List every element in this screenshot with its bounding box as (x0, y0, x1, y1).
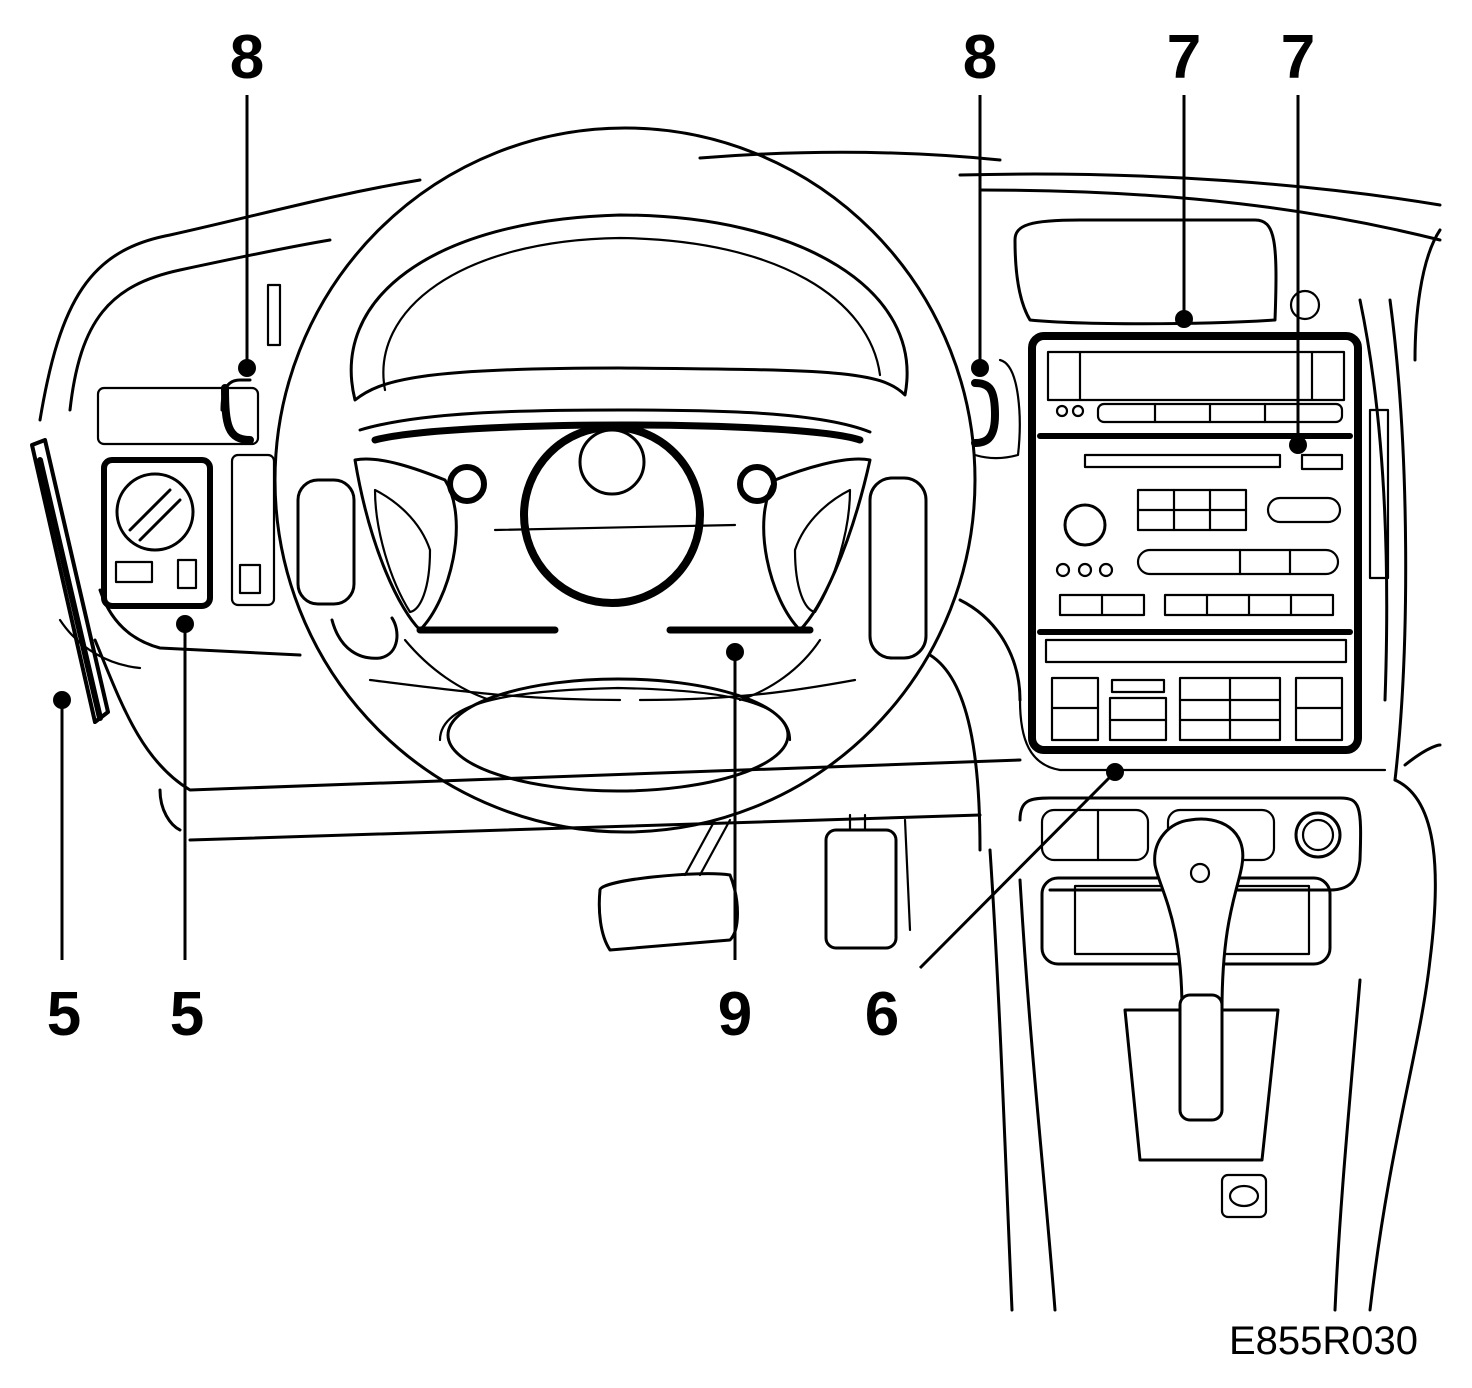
callout-labels: 8 8 7 7 5 5 9 6 (47, 23, 1315, 1049)
figure-reference-code: E855R030 (1229, 1319, 1418, 1363)
radio-climate-unit (1018, 332, 1390, 772)
center-air-vent (1013, 218, 1321, 326)
pedals (597, 813, 912, 952)
callout-label: 6 (865, 980, 899, 1049)
callout-leaders (53, 95, 1307, 970)
dashboard-outline (38, 150, 1442, 1312)
callout-label: 7 (1281, 23, 1315, 92)
gear-selector (1018, 796, 1363, 1219)
right-air-vent (971, 358, 1021, 460)
steering-wheel (273, 126, 977, 834)
callout-label: 8 (230, 23, 264, 92)
light-switch-panel (30, 283, 282, 724)
callout-label: 8 (963, 23, 997, 92)
callout-label: 7 (1167, 23, 1201, 92)
callout-label: 9 (718, 980, 752, 1049)
callout-label: 5 (47, 980, 81, 1049)
callout-label: 5 (170, 980, 204, 1049)
